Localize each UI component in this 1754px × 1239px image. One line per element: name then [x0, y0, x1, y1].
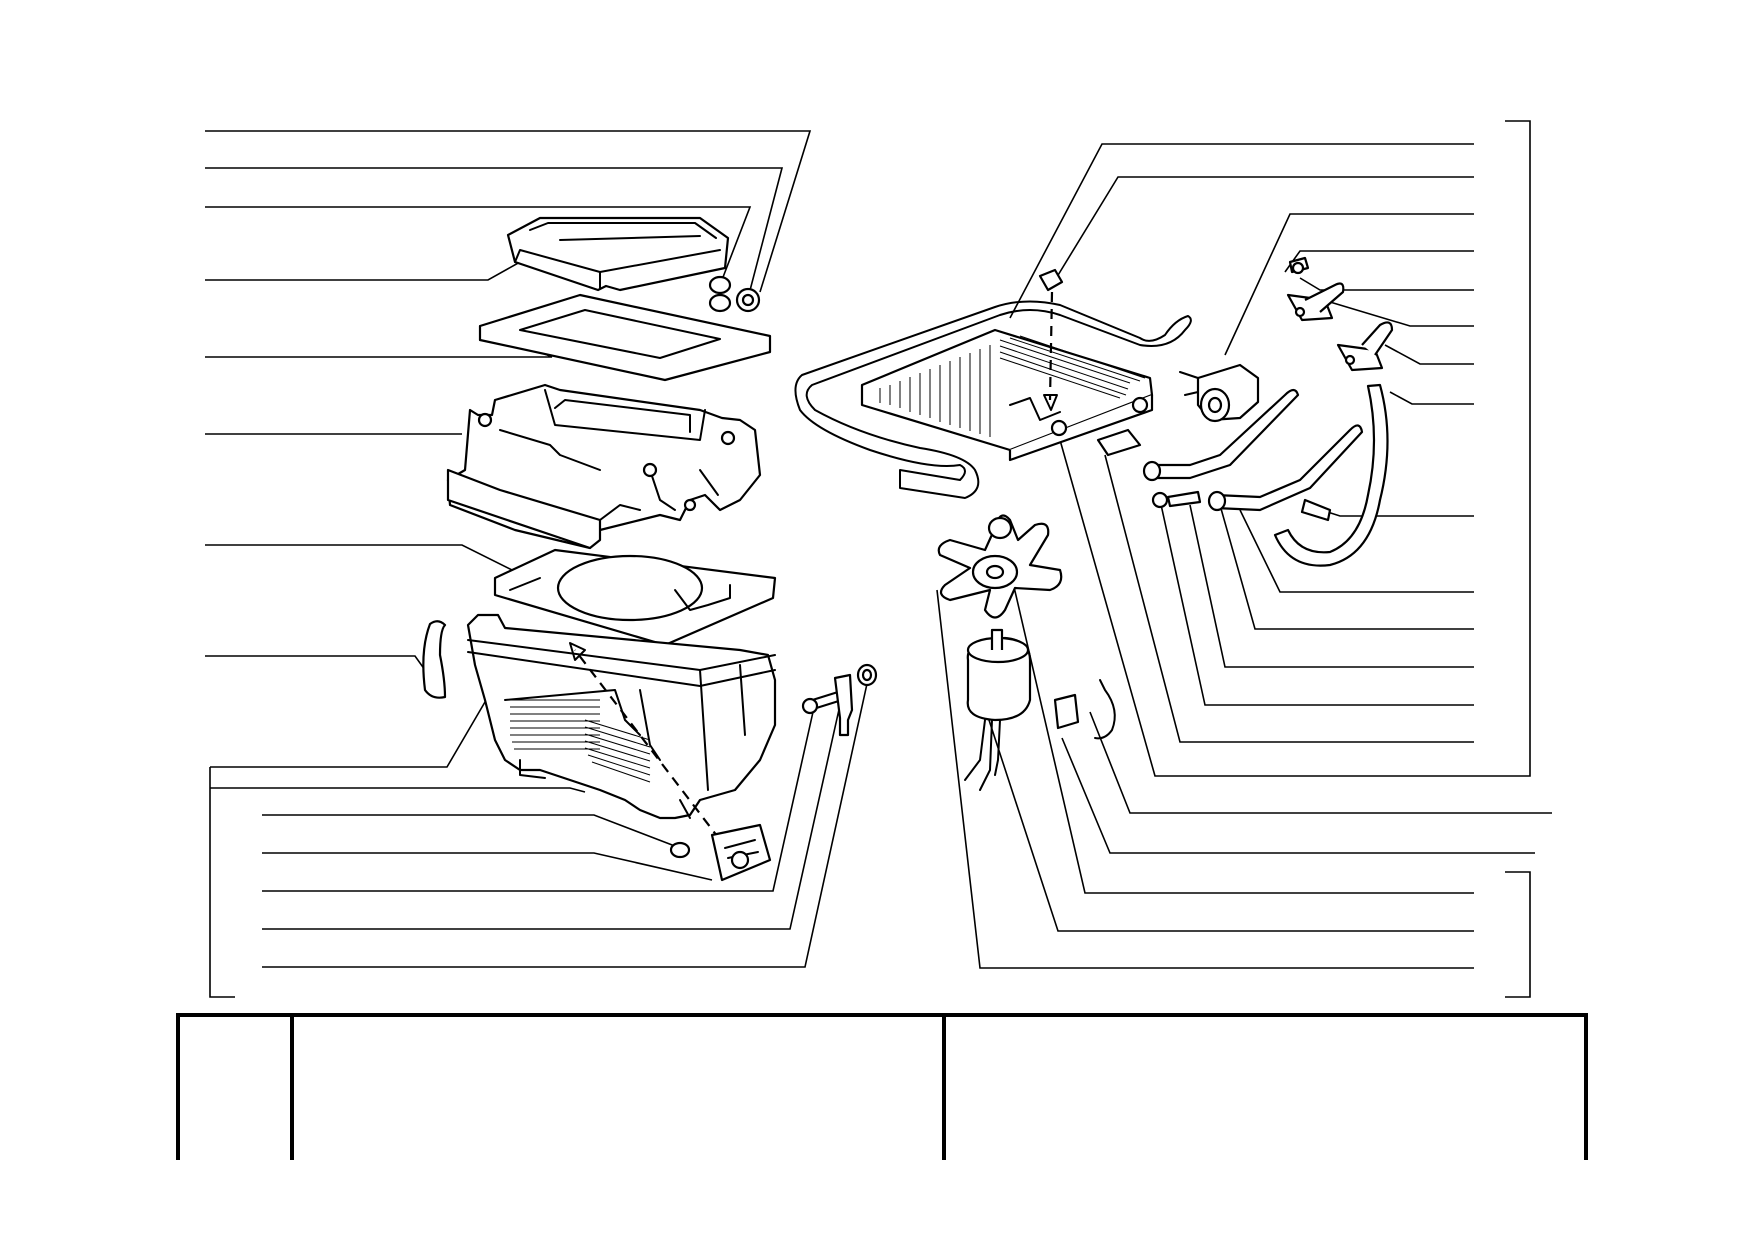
heater-core-assembly	[794, 256, 1394, 791]
pipe-upper-right	[1336, 321, 1394, 372]
nut	[856, 663, 878, 687]
leader-line	[1384, 344, 1474, 365]
radiator-core	[860, 328, 1154, 462]
leader-line	[1219, 504, 1474, 630]
blower-motor	[964, 628, 1032, 791]
bolt-lower	[1151, 490, 1202, 509]
bolt-small	[1288, 256, 1310, 275]
leader-line	[1329, 301, 1474, 327]
bracket	[833, 673, 854, 737]
leader-line	[205, 655, 426, 671]
heater-valve	[1179, 363, 1260, 423]
group-bracket	[209, 767, 235, 998]
leader-line	[205, 544, 513, 571]
washer	[669, 841, 691, 859]
leader-line	[1051, 176, 1474, 286]
leader-line	[1004, 547, 1474, 894]
bolt	[801, 690, 844, 715]
leader-line	[1284, 250, 1474, 273]
lower-housing	[466, 613, 777, 820]
metal-pipe-a	[1148, 388, 1300, 480]
leader-line	[1089, 711, 1552, 814]
title-block-outline	[176, 1013, 1588, 1160]
leader-line	[1104, 454, 1474, 743]
pipe-upper-left	[1286, 282, 1345, 322]
leader-line	[205, 206, 752, 286]
title-block	[176, 1013, 1588, 1160]
pipe-end	[1207, 490, 1227, 512]
leader-line	[1061, 737, 1535, 854]
top-cover	[506, 216, 730, 292]
assembly-arrow-head	[569, 642, 586, 661]
leader-line	[210, 787, 586, 793]
leader-line	[205, 261, 521, 281]
leader-line	[1009, 143, 1474, 319]
flange-plate	[1096, 428, 1142, 457]
leader-line	[936, 589, 1474, 969]
leader-line	[262, 852, 713, 881]
lower-gasket	[493, 548, 777, 647]
leader-line	[205, 167, 784, 299]
leader-line	[262, 814, 681, 849]
leader-line	[1389, 391, 1474, 405]
spring-clip	[1094, 679, 1116, 740]
leader-line	[262, 704, 841, 930]
leader-line	[987, 716, 1474, 932]
assembly-arrow-head	[1043, 394, 1058, 411]
fan-blade	[937, 514, 1063, 619]
pipe-end	[1142, 460, 1162, 482]
leader-line	[262, 702, 816, 892]
assembly-arrow	[574, 649, 731, 854]
gasket-frame	[478, 293, 772, 382]
assembly-arrow	[1048, 291, 1054, 401]
group-bracket	[1059, 120, 1531, 777]
leader-line	[205, 130, 812, 293]
right-leader-lines	[936, 120, 1552, 998]
leader-line	[262, 669, 871, 968]
seal-strip	[794, 300, 1192, 499]
blower-housing-assembly	[422, 216, 878, 882]
metal-pipe-b	[1213, 424, 1364, 512]
connector-block	[710, 823, 772, 882]
resistor	[1053, 693, 1080, 730]
leader-line	[1314, 507, 1474, 517]
leader-line	[1239, 509, 1474, 593]
handle-clip	[422, 620, 447, 699]
leader-line	[210, 689, 493, 768]
leader-line	[205, 353, 553, 358]
retaining-clip	[1038, 268, 1064, 292]
cover-nuts	[708, 275, 761, 313]
leader-line	[1299, 277, 1474, 291]
left-leader-lines	[205, 130, 871, 998]
rubber-hose	[1273, 383, 1389, 567]
leader-line	[1159, 499, 1474, 706]
group-bracket	[1505, 871, 1531, 998]
upper-housing	[446, 383, 762, 550]
leader-line	[1224, 213, 1474, 356]
hose-clamp	[1300, 498, 1332, 522]
fan-nut	[987, 516, 1013, 540]
leader-line	[1189, 504, 1474, 668]
